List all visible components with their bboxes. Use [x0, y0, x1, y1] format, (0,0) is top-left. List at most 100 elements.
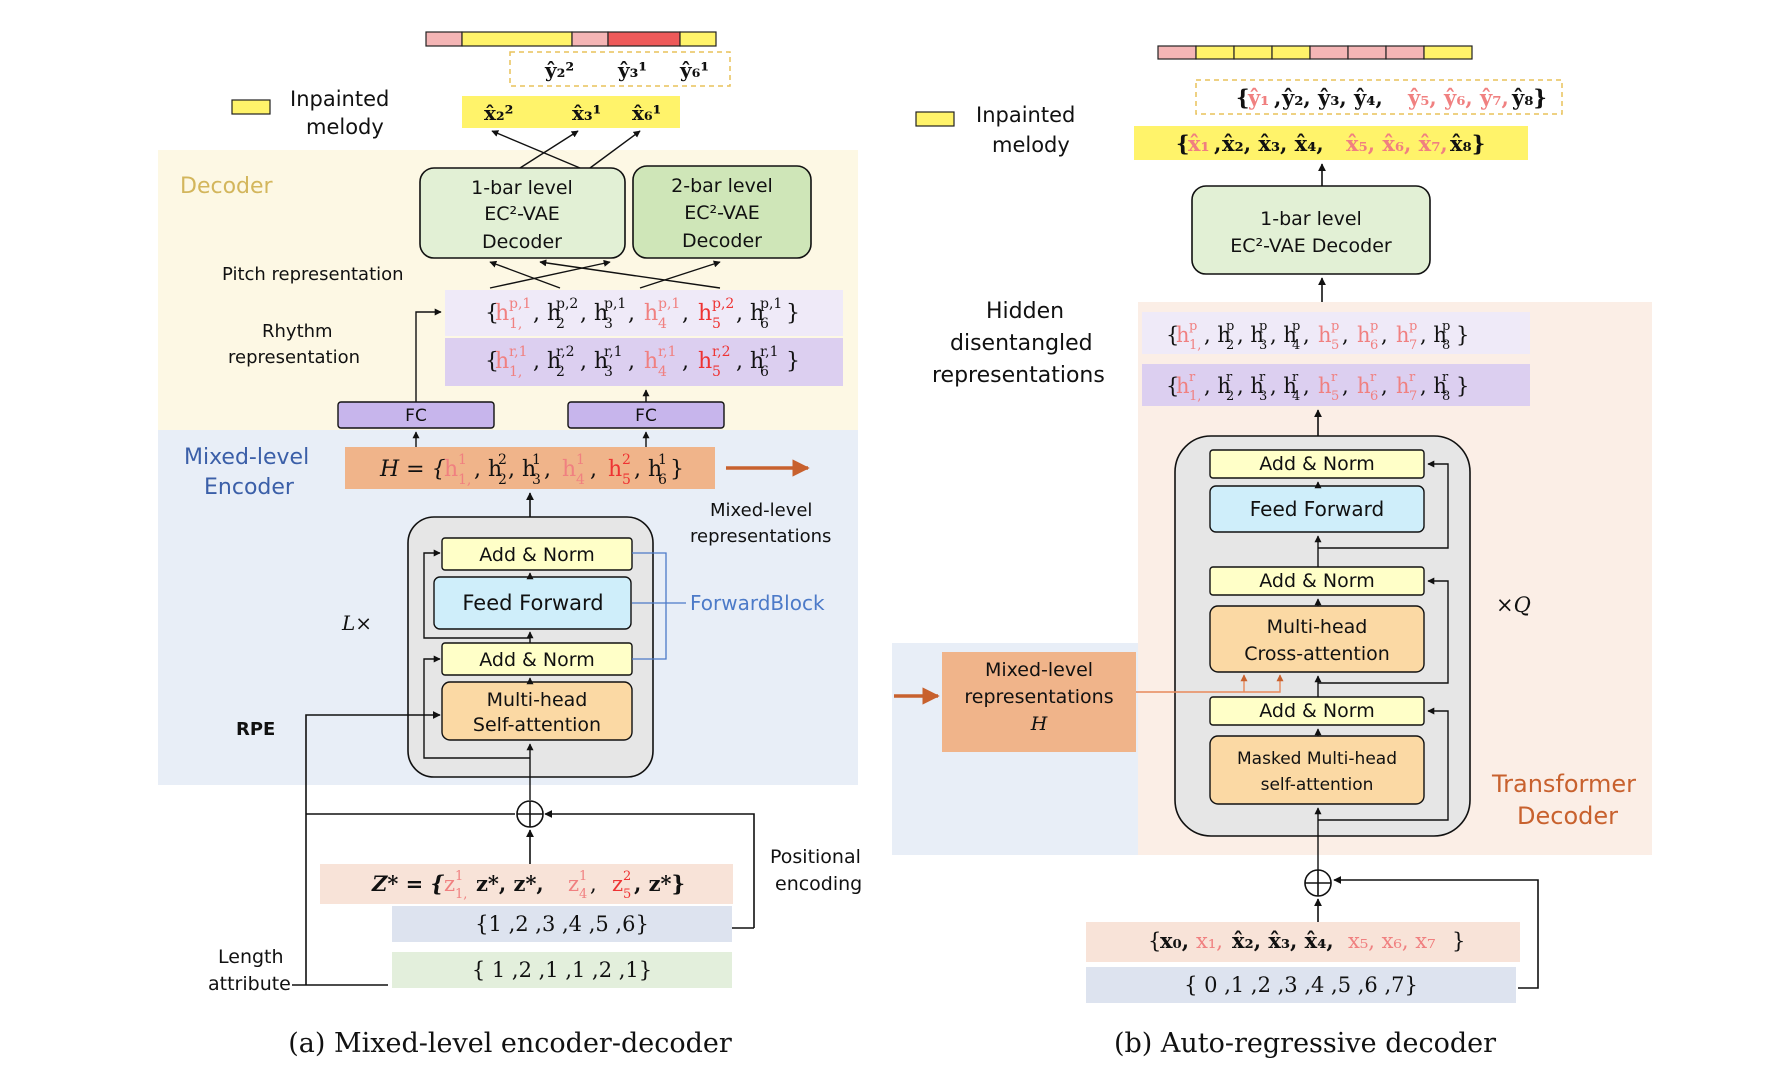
- svg-text:h: h: [644, 301, 658, 326]
- svg-text:,: ,: [1342, 323, 1349, 347]
- svg-text:5: 5: [1331, 389, 1339, 404]
- svg-text:6: 6: [760, 364, 769, 380]
- svg-text:, h: , h: [1204, 374, 1231, 398]
- right-vae-line2: EC²-VAE Decoder: [1230, 235, 1392, 257]
- right-hidden-label-2: disentangled: [950, 331, 1093, 356]
- svg-text:5: 5: [712, 364, 721, 380]
- svg-text:3: 3: [604, 316, 613, 332]
- right-hidden-label-1: Hidden: [986, 299, 1064, 324]
- svg-text:,: ,: [1381, 323, 1388, 347]
- svg-text:h: h: [562, 457, 576, 482]
- svg-text:4: 4: [658, 364, 667, 380]
- left-decoder-label: Decoder: [180, 174, 274, 199]
- svg-text:h: h: [1318, 323, 1332, 347]
- svg-text:{: {: [1148, 929, 1161, 953]
- right-Q-times: ×Q: [1496, 593, 1531, 617]
- right-masked-label-1: Masked Multi-head: [1237, 749, 1397, 769]
- left-addnorm-top-label: Add & Norm: [479, 544, 595, 566]
- right-hidden-label-3: representations: [932, 363, 1105, 388]
- svg-text:h: h: [1396, 374, 1410, 398]
- left-z-row: [320, 864, 733, 904]
- left-vae-1bar: [419, 167, 626, 259]
- svg-text:ŷ₁: ŷ₁: [1247, 85, 1269, 110]
- svg-text:2: 2: [556, 364, 565, 380]
- svg-text:p: p: [1331, 319, 1339, 334]
- right-r-row: [1142, 364, 1530, 406]
- right-addnorm-1: [1209, 449, 1425, 479]
- svg-text:2: 2: [498, 452, 507, 468]
- svg-text:ŷ₅, ŷ₆, ŷ₇,: ŷ₅, ŷ₆, ŷ₇,: [1407, 85, 1509, 110]
- svg-text:1: 1: [455, 869, 463, 884]
- svg-text:r,1: r,1: [604, 344, 623, 360]
- svg-text:p: p: [1226, 319, 1234, 334]
- svg-text:r: r: [1370, 370, 1377, 385]
- svg-text:6: 6: [1370, 389, 1378, 404]
- svg-text:1,: 1,: [455, 887, 467, 902]
- svg-text:p: p: [1292, 319, 1300, 334]
- left-vae1-line1: 1-bar level: [471, 177, 573, 199]
- right-x-row: [1134, 126, 1528, 160]
- svg-text:p: p: [1442, 319, 1450, 334]
- svg-text:x₀,: x₀,: [1160, 928, 1189, 953]
- left-L-times: L×: [341, 611, 372, 635]
- right-legend-swatch: [915, 111, 955, 127]
- svg-text:h: h: [1357, 323, 1371, 347]
- right-cross-attn: [1209, 605, 1425, 673]
- left-yhat-2: ŷ₃¹: [617, 58, 647, 82]
- svg-text:4: 4: [576, 472, 585, 488]
- svg-text:h: h: [495, 301, 509, 326]
- svg-text:r: r: [1292, 370, 1299, 385]
- svg-text:, h: , h: [1270, 323, 1297, 347]
- svg-text:p,2: p,2: [556, 296, 578, 312]
- svg-text:2: 2: [1226, 389, 1234, 404]
- svg-text:1: 1: [532, 452, 541, 468]
- left-rhythm-label-2: representation: [228, 347, 360, 368]
- svg-text:1: 1: [579, 869, 587, 884]
- svg-text:,: ,: [1342, 374, 1349, 398]
- svg-text:ŷ₂, ŷ₃, ŷ₄,: ŷ₂, ŷ₃, ŷ₄,: [1281, 85, 1383, 110]
- svg-text:1,: 1,: [509, 316, 522, 332]
- svg-text:h: h: [1318, 374, 1332, 398]
- svg-text:7: 7: [1409, 338, 1417, 353]
- svg-text:2: 2: [623, 869, 631, 884]
- svg-text:1,: 1,: [509, 364, 522, 380]
- left-fc-label-1: FC: [405, 406, 427, 426]
- right-legend-label-2: melody: [992, 133, 1070, 157]
- svg-text:}: }: [1456, 374, 1469, 398]
- svg-text:r: r: [1226, 370, 1233, 385]
- right-addnorm-3: [1209, 696, 1425, 726]
- left-pitch-row: [445, 290, 843, 336]
- right-vae-line1: 1-bar level: [1260, 208, 1362, 230]
- svg-text:, h: , h: [1204, 323, 1231, 347]
- right-addnorm-3-label: Add & Norm: [1259, 700, 1375, 722]
- left-caption: (a) Mixed-level encoder-decoder: [288, 1028, 732, 1059]
- right-pos-row-text: { 0 ,1 ,2 ,3 ,4 ,5 ,6 ,7}: [1184, 973, 1418, 997]
- svg-text:x₅, x₆, x₇: x₅, x₆, x₇: [1348, 929, 1436, 953]
- left-xhat-2: x̂₃¹: [572, 101, 601, 125]
- svg-text:,: ,: [1274, 85, 1281, 110]
- svg-text:}: }: [1456, 323, 1469, 347]
- svg-text:p: p: [1409, 319, 1417, 334]
- svg-text:r,2: r,2: [712, 344, 731, 360]
- left-positional-label-2: encoding: [775, 873, 862, 895]
- svg-text:, h: , h: [533, 301, 561, 326]
- left-fc-label-2: FC: [635, 406, 657, 426]
- left-yhat-box: [509, 51, 731, 87]
- svg-text:, h: , h: [736, 301, 764, 326]
- left-melody-bar: [425, 31, 717, 47]
- right-mixed-label-2: representations: [964, 686, 1113, 708]
- svg-text:,: ,: [628, 349, 635, 374]
- svg-text:3: 3: [1259, 389, 1267, 404]
- right-legend-label-1: Inpainted: [976, 103, 1075, 127]
- svg-text:x̂₂, x̂₃, x̂₄,: x̂₂, x̂₃, x̂₄,: [1232, 928, 1334, 953]
- svg-text:4: 4: [579, 887, 587, 902]
- svg-text:p: p: [1370, 319, 1378, 334]
- svg-text:p: p: [1259, 319, 1267, 334]
- svg-text:,: ,: [1303, 323, 1310, 347]
- left-vae2-line2: EC²-VAE: [684, 202, 759, 224]
- svg-text:z*, z*,: z*, z*,: [476, 871, 544, 896]
- left-selfattn-label-2: Self-attention: [473, 714, 601, 736]
